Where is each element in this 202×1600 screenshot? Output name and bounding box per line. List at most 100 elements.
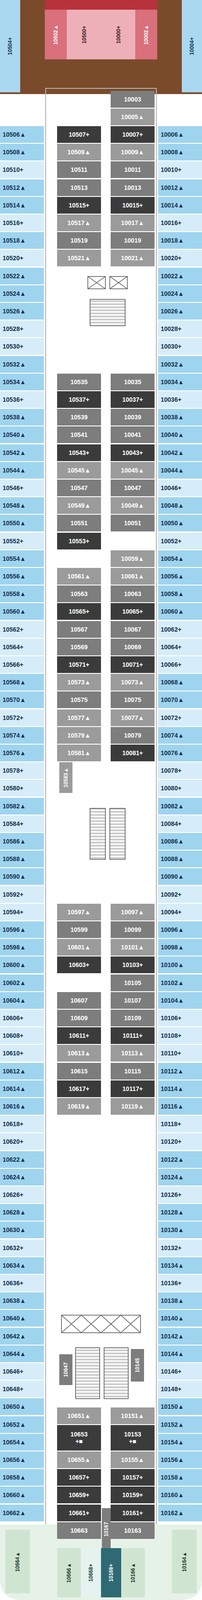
cabin-number: 10145 xyxy=(134,1356,141,1371)
cabin-box: 10151▲ xyxy=(110,1406,155,1423)
cabin-box: 10005▲ xyxy=(110,108,155,126)
cabin-box: 10561▲ xyxy=(57,567,101,585)
cabin-number: 10022▲ xyxy=(160,272,184,280)
cabin-number: 10069 xyxy=(124,642,142,650)
cabin-number: 10060▲ xyxy=(160,607,184,615)
cabin-box: 10536+ xyxy=(0,390,44,408)
cabin-number: 10034▲ xyxy=(160,378,184,386)
cabin-number: 10579▲ xyxy=(67,731,91,739)
cabin-number: 10005▲ xyxy=(121,113,145,121)
cabin-box: 10108+ xyxy=(158,1026,202,1043)
cabin-number: 10122▲ xyxy=(160,1154,184,1162)
cabin-box: 10583▲ xyxy=(59,761,73,793)
cabin-number: 10110+ xyxy=(160,1048,181,1056)
cabin-number: +■ xyxy=(129,1436,137,1444)
cabin-box: 10020+ xyxy=(158,249,202,267)
cabin-box: 10572+ xyxy=(0,708,44,726)
cabin-box: 10158▲ xyxy=(158,1467,202,1485)
cabin-box: 10130▲ xyxy=(158,1220,202,1238)
cabin-box: 10660▲ xyxy=(0,1485,44,1502)
cabin-box: 10588▲ xyxy=(0,849,44,867)
cabin-box: 10013 xyxy=(110,179,155,196)
cabin-number: 10074▲ xyxy=(160,731,184,739)
cabin-box: 10105 xyxy=(110,973,155,991)
cabin-number: 10070▲ xyxy=(160,695,184,703)
cabin-box: 10599 xyxy=(57,920,101,938)
cabin-number: 10079 xyxy=(124,731,142,739)
cabin-number: 10044▲ xyxy=(160,466,184,474)
cabin-box: 10140▲ xyxy=(158,1308,202,1326)
cabin-box: 10579▲ xyxy=(57,726,101,744)
cabin-number: 10515+ xyxy=(68,201,90,209)
cabin-box: 10109 xyxy=(110,1008,155,1026)
cabin-number: 10550▲ xyxy=(2,519,26,527)
cabin-box: 10528+ xyxy=(0,320,44,337)
cabin-number: 10128▲ xyxy=(160,1207,184,1215)
cabin-number: 10638▲ xyxy=(2,1295,26,1303)
cabin-number: 10015+ xyxy=(122,201,143,209)
cabin-number: 10028+ xyxy=(160,324,182,332)
cabin-box: 10118+ xyxy=(158,1114,202,1132)
cabin-box: 10026▲ xyxy=(158,302,202,320)
cabin-box: 10156▲ xyxy=(158,1450,202,1467)
cabin-number: 10630▲ xyxy=(2,1225,26,1233)
cabin-number: 10045▲ xyxy=(121,466,145,474)
cabin-number: 10655▲ xyxy=(67,1454,91,1462)
cabin-number: 10105 xyxy=(124,978,142,986)
cabin-box: 10036+ xyxy=(158,390,202,408)
cabin-box: 10622▲ xyxy=(0,1150,44,1167)
cabin-number: 10144▲ xyxy=(160,1349,184,1357)
cabin-number: 10113▲ xyxy=(121,1048,145,1056)
cabin-number: 10124▲ xyxy=(160,1172,184,1180)
cabin-box: 10080+ xyxy=(158,779,202,796)
cabin-box: 10598▲ xyxy=(0,937,44,955)
cabin-box: 10542▲ xyxy=(0,443,44,461)
cabin-number: 10654▲ xyxy=(2,1437,26,1445)
cabin-number: 10138▲ xyxy=(160,1295,184,1303)
cabin-number: 10543+ xyxy=(68,448,90,456)
cabin-box: 10654▲ xyxy=(0,1432,44,1450)
cabin-box: 10630▲ xyxy=(0,1220,44,1238)
cabin-number: 10612▲ xyxy=(2,1066,26,1074)
cabin-box: 10142▲ xyxy=(158,1326,202,1344)
cabin-number: 10548▲ xyxy=(2,501,26,509)
cabin-box: 10612▲ xyxy=(0,1061,44,1079)
cabin-box: 10007+ xyxy=(110,126,155,143)
cabin-number: 10532▲ xyxy=(2,360,26,368)
cabin-number: 10513 xyxy=(70,183,88,192)
cabin-box: 10545▲ xyxy=(57,461,101,479)
cabin-number: 10019 xyxy=(124,236,142,244)
cabin-box: 10547 xyxy=(57,479,101,496)
cabin-number: 10071+ xyxy=(122,660,143,668)
cabin-number: 10100▲ xyxy=(160,960,184,968)
cabin-box: 10038▲ xyxy=(158,408,202,426)
cabin-number: 10565+ xyxy=(68,607,90,615)
cabin-number: 10106+ xyxy=(160,1013,182,1021)
cabin-number: 10132+ xyxy=(160,1243,182,1251)
cabin-number: 10101▲ xyxy=(121,942,145,950)
cabin-number: 10086▲ xyxy=(160,836,184,845)
cabin-box: 10518▲ xyxy=(0,231,44,249)
cabin-box: 10043+ xyxy=(110,443,155,461)
cabin-number: 10039 xyxy=(124,413,142,421)
cabin-box: 10600▲ xyxy=(0,955,44,973)
cabin-number: 10592+ xyxy=(2,890,24,898)
cabin-box: 10012▲ xyxy=(158,179,202,196)
cabin-number: 10615 xyxy=(70,1066,88,1074)
cabin-number: 10567 xyxy=(70,625,88,633)
cabin-box: 10601▲ xyxy=(57,937,101,955)
cabin-number: 10003 xyxy=(124,95,142,103)
cabin-box: 10619▲ xyxy=(57,1096,101,1114)
cabin-number: 10659+ xyxy=(68,1489,90,1497)
cabin-number: 10509▲ xyxy=(67,148,91,156)
cabin-box: 10159+ xyxy=(110,1485,155,1502)
cabin-number: 10130▲ xyxy=(160,1225,184,1233)
cabin-number: 10553+ xyxy=(68,537,90,545)
cabin-box: 10543+ xyxy=(57,443,101,461)
cabin-box: 10511 xyxy=(57,161,101,178)
cabin-box: 10666▲ xyxy=(57,1546,81,1596)
cabin-number: 10000+ xyxy=(115,25,122,44)
cabin-number: 10514▲ xyxy=(2,201,26,209)
cabin-box: 10136+ xyxy=(158,1273,202,1291)
cabin-box: 10153+■ xyxy=(110,1423,155,1450)
